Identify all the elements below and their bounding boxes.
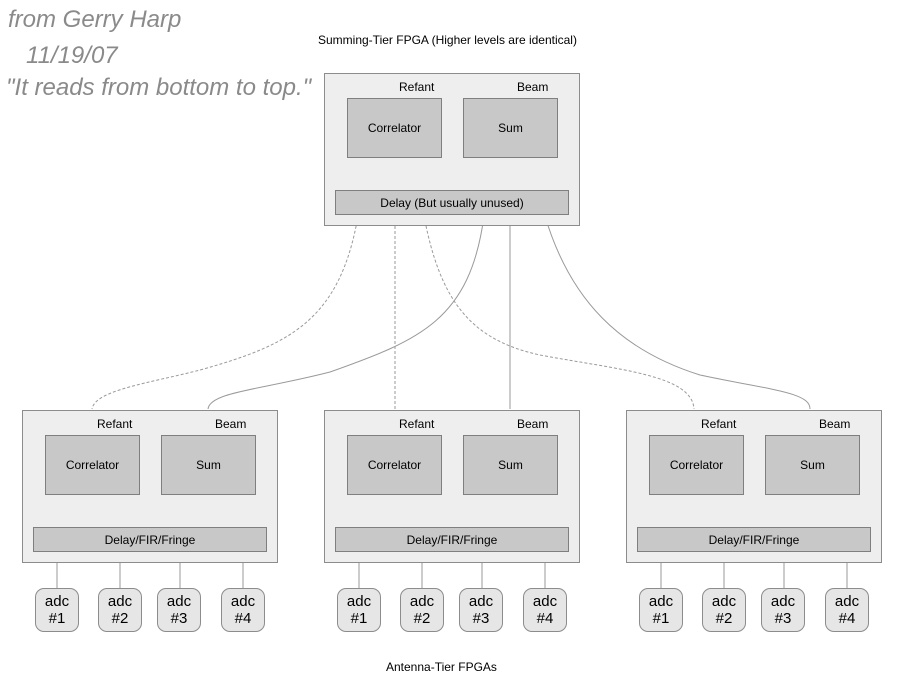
adc-label: adc bbox=[770, 593, 796, 610]
adc-number: #4 bbox=[234, 610, 252, 627]
adc-label: adc bbox=[648, 593, 674, 610]
adc-box: adc#4 bbox=[825, 588, 869, 632]
adc-label: adc bbox=[468, 593, 494, 610]
summing-tier-caption: Summing-Tier FPGA (Higher levels are ide… bbox=[318, 33, 577, 47]
refant-port-label: Refant bbox=[97, 417, 133, 431]
adc-box: adc#4 bbox=[523, 588, 567, 632]
adc-number: #3 bbox=[170, 610, 188, 627]
adc-box: adc#3 bbox=[459, 588, 503, 632]
adc-number: #2 bbox=[111, 610, 129, 627]
quote-note: "It reads from bottom to top." bbox=[6, 74, 312, 101]
refant-port-label: Refant bbox=[701, 417, 737, 431]
adc-label: adc bbox=[409, 593, 435, 610]
antenna-tier-fpga-2: Refant Beam Correlator Sum Delay/FIR/Fri… bbox=[324, 410, 580, 563]
correlator-block: Correlator bbox=[45, 435, 140, 495]
sum-block: Sum bbox=[161, 435, 256, 495]
beam-port-label: Beam bbox=[215, 417, 247, 431]
adc-label: adc bbox=[711, 593, 737, 610]
delay-fir-fringe-block: Delay/FIR/Fringe bbox=[33, 527, 267, 552]
adc-box: adc#2 bbox=[98, 588, 142, 632]
adc-box: adc#1 bbox=[639, 588, 683, 632]
adc-number: #4 bbox=[536, 610, 554, 627]
delay-fir-fringe-block: Delay/FIR/Fringe bbox=[335, 527, 569, 552]
antenna-tier-caption: Antenna-Tier FPGAs bbox=[386, 660, 497, 674]
adc-label: adc bbox=[834, 593, 860, 610]
adc-label: adc bbox=[166, 593, 192, 610]
adc-number: #3 bbox=[472, 610, 490, 627]
sum-block: Sum bbox=[463, 98, 558, 158]
adc-number: #3 bbox=[774, 610, 792, 627]
beam-port-label: Beam bbox=[819, 417, 851, 431]
beam-port-label: Beam bbox=[517, 80, 549, 94]
inter-tier-wires bbox=[91, 215, 811, 410]
adc-box: adc#3 bbox=[157, 588, 201, 632]
summing-tier-fpga: Refant Beam Correlator Sum Delay (But us… bbox=[324, 73, 580, 226]
sum-block: Sum bbox=[463, 435, 558, 495]
refant-port-label: Refant bbox=[399, 417, 435, 431]
correlator-block: Correlator bbox=[347, 98, 442, 158]
adc-label: adc bbox=[44, 593, 70, 610]
adc-box: adc#1 bbox=[337, 588, 381, 632]
delay-fir-fringe-block: Delay/FIR/Fringe bbox=[637, 527, 871, 552]
correlator-block: Correlator bbox=[347, 435, 442, 495]
adc-number: #4 bbox=[838, 610, 856, 627]
delay-block: Delay (But usually unused) bbox=[335, 190, 569, 215]
adc-label: adc bbox=[107, 593, 133, 610]
antenna-tier-fpga-3: Refant Beam Correlator Sum Delay/FIR/Fri… bbox=[626, 410, 882, 563]
antenna-tier-fpga-1: Refant Beam Correlator Sum Delay/FIR/Fri… bbox=[22, 410, 278, 563]
adc-label: adc bbox=[532, 593, 558, 610]
beam-port-label: Beam bbox=[517, 417, 549, 431]
adc-box: adc#1 bbox=[35, 588, 79, 632]
adc-number: #1 bbox=[350, 610, 368, 627]
adc-number: #1 bbox=[652, 610, 670, 627]
adc-number: #2 bbox=[413, 610, 431, 627]
sum-block: Sum bbox=[765, 435, 860, 495]
refant-port-label: Refant bbox=[399, 80, 435, 94]
adc-number: #2 bbox=[715, 610, 733, 627]
adc-label: adc bbox=[230, 593, 256, 610]
adc-box: adc#2 bbox=[400, 588, 444, 632]
adc-box: adc#2 bbox=[702, 588, 746, 632]
correlator-block: Correlator bbox=[649, 435, 744, 495]
date-note: 11/19/07 bbox=[26, 42, 118, 69]
author-note: from Gerry Harp bbox=[8, 6, 182, 33]
adc-box: adc#4 bbox=[221, 588, 265, 632]
adc-number: #1 bbox=[48, 610, 66, 627]
adc-box: adc#3 bbox=[761, 588, 805, 632]
adc-label: adc bbox=[346, 593, 372, 610]
